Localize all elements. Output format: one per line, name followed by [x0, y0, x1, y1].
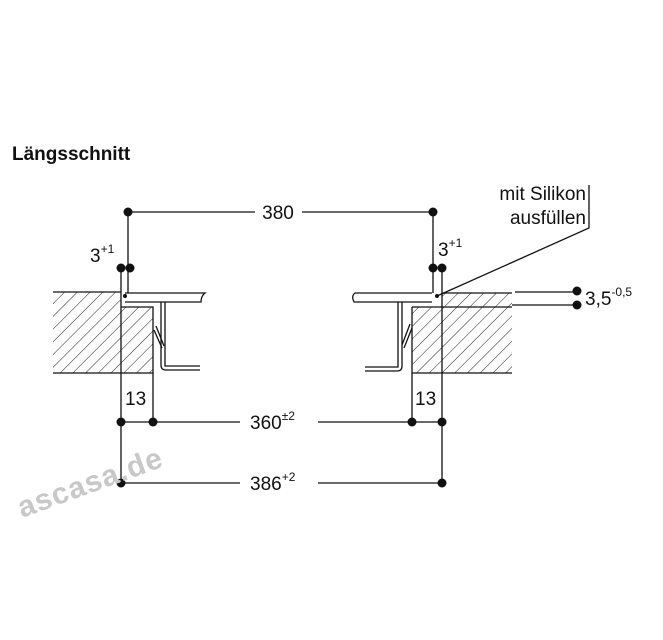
dim-outer: 386+2: [250, 470, 296, 495]
dim-depth-left: 13: [125, 389, 146, 410]
left-countertop: [53, 291, 154, 374]
dim-step: 3,5-0,5: [585, 285, 632, 310]
dim-cutout: 360±2: [250, 409, 295, 434]
dimension-dots: [116, 207, 582, 488]
dim-gap-left: 3+1: [90, 242, 115, 267]
dim-gap-right: 3+1: [438, 236, 463, 261]
right-countertop: [411, 292, 512, 374]
dim-380: 380: [262, 203, 294, 224]
dimension-lines: [120, 185, 590, 484]
right-glass-panel: [352, 292, 432, 372]
diagram-title: Längsschnitt: [12, 144, 131, 165]
note-line-2: ausfüllen: [510, 208, 586, 229]
left-glass-panel: [125, 292, 207, 371]
dim-depth-right: 13: [415, 389, 436, 410]
note-line-1: mit Silikon: [499, 184, 586, 205]
